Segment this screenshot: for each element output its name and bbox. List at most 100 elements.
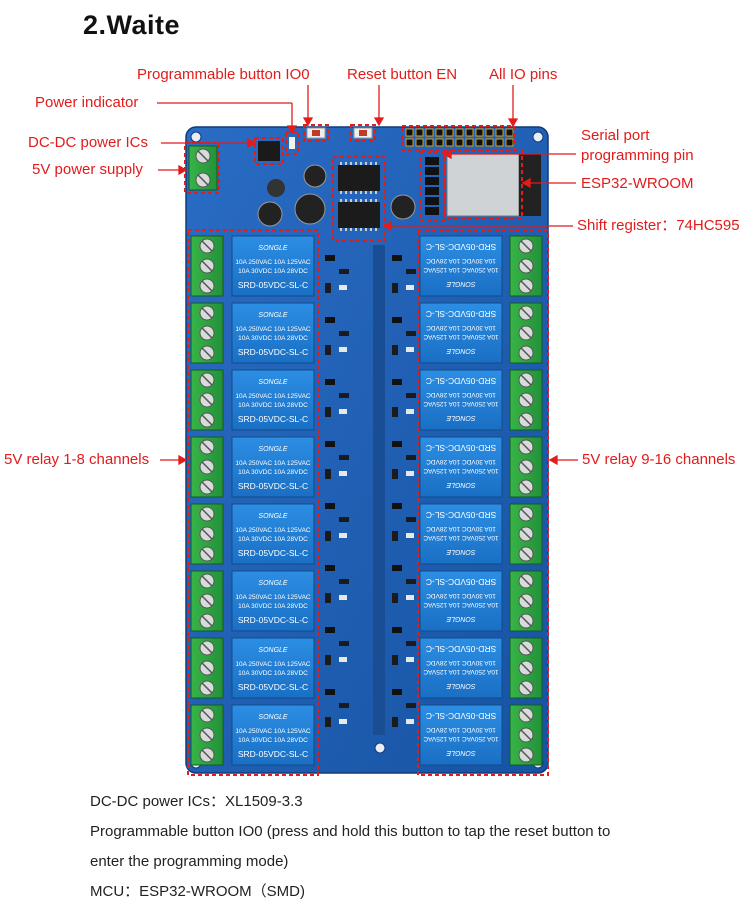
transistor	[392, 503, 402, 509]
ic-pin	[355, 199, 357, 202]
resistor	[406, 455, 416, 460]
relay-brand: SONGLE	[258, 580, 288, 587]
screw-slot	[520, 461, 532, 473]
transistor	[392, 317, 402, 323]
relay-text: SONGLE	[446, 615, 476, 622]
io-pin	[465, 138, 474, 147]
screw-slot	[201, 347, 213, 359]
relay-right	[419, 436, 503, 498]
shift-register-highlight	[332, 156, 386, 242]
resistor	[406, 517, 416, 522]
resistor	[406, 579, 416, 584]
ic-pin	[365, 191, 367, 194]
transistor	[325, 627, 335, 633]
relay-model: SRD-05VDC-SL-C	[238, 615, 308, 625]
relay-rating: 10A 30VDC 10A 28VDC	[238, 536, 308, 543]
note-button: Programmable button IO0 (press and hold …	[90, 823, 611, 840]
led-indicator	[339, 533, 347, 538]
dcdc-highlight	[254, 137, 284, 165]
io-pin	[415, 138, 424, 147]
relay-board-diagram: SONGLE 10A 250VAC 10A 125VAC 10A 30VDC 10A…	[157, 85, 578, 776]
relay-text: SRD-05VDC-SL-C	[426, 577, 496, 587]
screw-slot	[201, 374, 213, 386]
page-title: 2.Waite	[83, 10, 181, 40]
relay-brand: SONGLE	[258, 312, 288, 319]
screw-slot	[520, 347, 532, 359]
relay-brand: SONGLE	[258, 714, 288, 721]
screw-slot	[520, 327, 532, 339]
label-programmable-button: Programmable button IO0	[137, 66, 310, 83]
label-shift-register: Shift register：74HC595	[577, 217, 740, 234]
relay-rating: 10A 250VAC 10A 125VAC	[235, 661, 311, 668]
diode	[325, 717, 331, 727]
io-pin	[475, 138, 484, 147]
relay-text: 10A 250VAC 10A 125VAC	[423, 534, 499, 541]
relay-text: SONGLE	[446, 347, 476, 354]
screw-slot	[201, 327, 213, 339]
inductor	[267, 179, 285, 197]
relay-rating: 10A 250VAC 10A 125VAC	[235, 460, 311, 467]
diode	[392, 469, 398, 479]
diode	[392, 407, 398, 417]
ic-pin	[360, 191, 362, 194]
screw-slot	[520, 615, 532, 627]
screw-slot	[197, 150, 209, 162]
label-relay-left: 5V relay 1-8 channels	[4, 451, 150, 468]
power-led	[289, 137, 295, 149]
screw-slot	[520, 307, 532, 319]
io-pin	[495, 128, 504, 137]
screw-slot	[520, 595, 532, 607]
io-pin	[485, 128, 494, 137]
screw-slot	[520, 508, 532, 520]
led-indicator	[406, 719, 414, 724]
screw-slot	[201, 548, 213, 560]
screw-slot	[201, 615, 213, 627]
relay-model: SRD-05VDC-SL-C	[238, 347, 308, 357]
io-pin	[505, 128, 514, 137]
transistor	[392, 379, 402, 385]
screw-slot	[201, 240, 213, 252]
io-pin	[465, 128, 474, 137]
relay-text: SRD-05VDC-SL-C	[426, 443, 496, 453]
io-pin	[455, 138, 464, 147]
relay-text: SRD-05VDC-SL-C	[426, 376, 496, 386]
io-pin	[415, 128, 424, 137]
relay-rating: 10A 250VAC 10A 125VAC	[235, 393, 311, 400]
led-indicator	[339, 595, 347, 600]
relay-right	[419, 570, 503, 632]
ic-pin	[360, 199, 362, 202]
screw-slot	[520, 749, 532, 761]
diode	[325, 593, 331, 603]
screw-slot	[520, 414, 532, 426]
io-pin	[505, 138, 514, 147]
relay-text: SRD-05VDC-SL-C	[426, 242, 496, 252]
transistor	[392, 689, 402, 695]
relay-text: 10A 250VAC 10A 125VAC	[423, 266, 499, 273]
transistor	[392, 565, 402, 571]
resistor	[406, 269, 416, 274]
resistor	[406, 393, 416, 398]
relay-rating: 10A 250VAC 10A 125VAC	[235, 259, 311, 266]
screw-slot	[201, 662, 213, 674]
resistor	[406, 703, 416, 708]
ic-pin	[350, 191, 352, 194]
led-indicator	[406, 471, 414, 476]
relay-text: 10A 30VDC 10A 28VDC	[426, 659, 496, 666]
screw-slot	[201, 682, 213, 694]
note-dcdc: DC-DC power ICs：XL1509-3.3	[90, 793, 303, 810]
io-pin	[495, 138, 504, 147]
resistor	[339, 331, 349, 336]
led-indicator	[339, 471, 347, 476]
relay-rating: 10A 30VDC 10A 28VDC	[238, 335, 308, 342]
transistor	[325, 565, 335, 571]
ic-pin	[360, 228, 362, 231]
led-indicator	[406, 409, 414, 414]
resistor	[339, 455, 349, 460]
transistor	[325, 441, 335, 447]
ic-pin	[360, 162, 362, 165]
reset-button-highlight	[350, 124, 376, 142]
tact-button-cap	[359, 130, 367, 136]
mounting-hole	[532, 131, 544, 143]
screw-slot	[201, 260, 213, 272]
